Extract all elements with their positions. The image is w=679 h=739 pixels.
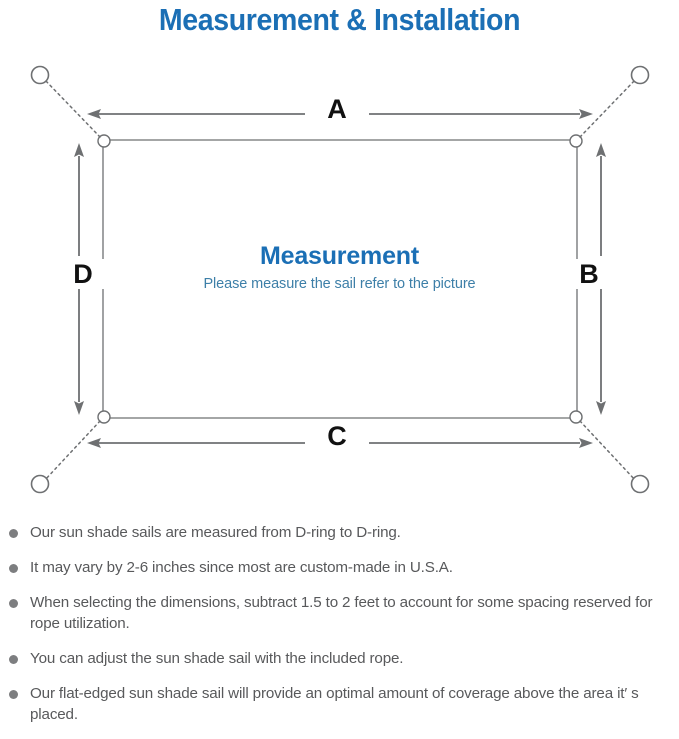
d-ring-bottom-left <box>97 410 111 424</box>
dimension-label-c: C <box>305 421 369 451</box>
bullet-icon <box>9 564 18 573</box>
dimension-line-a <box>87 109 593 119</box>
rope-top-right <box>579 78 637 138</box>
anchor-bottom-right <box>630 474 650 494</box>
notes-list: Our sun shade sails are measured from D-… <box>0 522 679 739</box>
bullet-icon <box>9 599 18 608</box>
anchor-top-left <box>30 65 50 85</box>
d-ring-top-left <box>97 134 111 148</box>
dimension-line-b <box>596 143 606 415</box>
anchor-bottom-left <box>30 474 50 494</box>
dimension-label-b: B <box>568 259 610 289</box>
bullet-icon <box>9 690 18 699</box>
list-item: Our flat-edged sun shade sail will provi… <box>0 683 679 725</box>
d-ring-bottom-right <box>569 410 583 424</box>
list-item: Our sun shade sails are measured from D-… <box>0 522 679 543</box>
rope-bottom-right <box>579 420 637 482</box>
dimension-label-d: D <box>62 259 104 289</box>
bullet-icon <box>9 529 18 538</box>
page-title: Measurement & Installation <box>158 2 521 37</box>
rope-bottom-left <box>43 420 101 482</box>
note-text: When selecting the dimensions, subtract … <box>30 594 653 632</box>
dimension-line-d <box>74 143 84 415</box>
rope-top-left <box>43 78 101 138</box>
list-item: When selecting the dimensions, subtract … <box>0 592 679 634</box>
note-text: You can adjust the sun shade sail with t… <box>30 650 404 667</box>
note-text: Our sun shade sails are measured from D-… <box>30 524 401 541</box>
diagram-svg <box>30 65 650 494</box>
note-text: It may vary by 2-6 inches since most are… <box>30 559 453 576</box>
sail-heading: Measurement <box>260 242 419 270</box>
sail-subheading: Please measure the sail refer to the pic… <box>203 276 476 292</box>
dimension-label-a: A <box>305 94 369 124</box>
anchor-top-right <box>630 65 650 85</box>
sun-shade-sail-measurement-diagram: Measurement Please measure the sail refe… <box>0 44 679 514</box>
list-item: You can adjust the sun shade sail with t… <box>0 648 679 669</box>
dimension-line-c <box>87 438 593 448</box>
note-text: Our flat-edged sun shade sail will provi… <box>30 685 639 723</box>
d-ring-top-right <box>569 134 583 148</box>
list-item: It may vary by 2-6 inches since most are… <box>0 557 679 578</box>
bullet-icon <box>9 655 18 664</box>
